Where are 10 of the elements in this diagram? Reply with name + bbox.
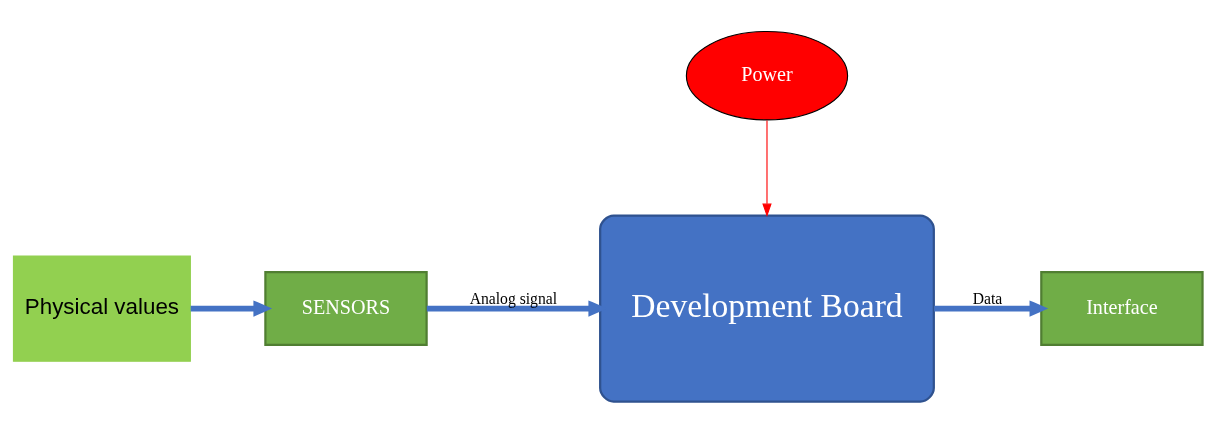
node-box: SENSORS: [264, 271, 428, 347]
arrow: [190, 300, 273, 317]
node-box: Physical values: [12, 255, 191, 362]
node-box: Development Board: [599, 214, 935, 403]
node-ellipse: Power: [685, 30, 849, 121]
arrow: [762, 119, 772, 218]
edge-label: Analog signal: [469, 290, 558, 308]
arrow: [934, 300, 1049, 317]
edge-label: Data: [972, 290, 1003, 308]
node-box: Interface: [1040, 271, 1204, 347]
